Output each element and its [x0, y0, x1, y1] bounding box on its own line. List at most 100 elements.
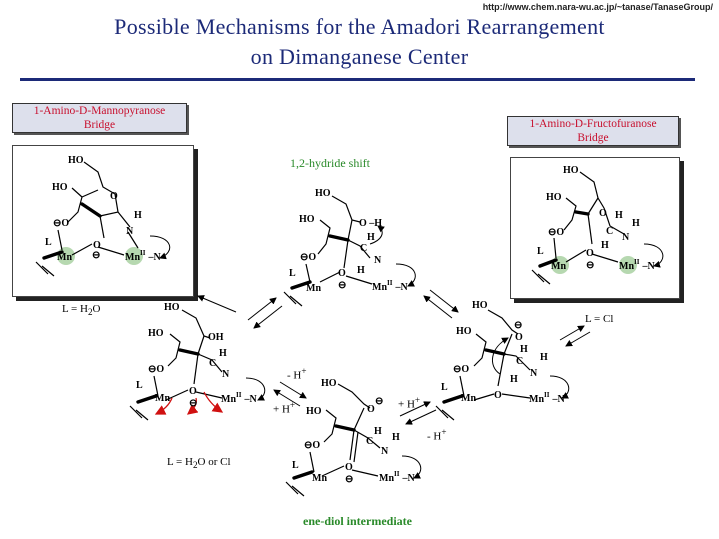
mannopyranose-header-line2: Bridge	[83, 119, 116, 131]
mn-center-right	[125, 247, 143, 265]
atom-l: L	[292, 460, 299, 471]
equilibrium-arrows	[197, 289, 591, 425]
atom-minus-o: ⊖O	[53, 218, 69, 229]
atom-mn2: MnII–N	[379, 470, 415, 484]
eq-arrow-cl-down	[565, 331, 591, 347]
eq-arrow-cl-up	[559, 325, 585, 341]
eq-arrow-left-up	[247, 297, 277, 321]
mn2-label: Mn	[379, 473, 394, 484]
condition-l-water-or-cl-text: L = H	[167, 456, 193, 468]
page-title-line1: Possible Mechanisms for the Amadori Rear…	[114, 14, 605, 39]
atom-c: C	[209, 358, 216, 369]
mn2-label: Mn	[125, 252, 140, 263]
arrow-label-minus-h-left: - H+	[287, 366, 307, 382]
minus-sign: ⊖	[53, 218, 61, 229]
eq-arrow-left-down	[253, 305, 283, 329]
arrow-label-plus-h-left-text: + H	[273, 403, 290, 416]
mn-center-right	[619, 256, 637, 274]
structure-fructofuranose: HO HO O H H C N H ⊖O O ⊖ L Mn MnII–N	[531, 165, 664, 285]
mannopyranose-panel	[12, 145, 194, 297]
minus-sign: ⊖	[148, 364, 156, 375]
fructofuranose-header: 1-Amino-D-Fructofuranose Bridge	[507, 116, 679, 146]
atom-mn2: MnII–N	[529, 391, 565, 405]
atom-o-top: O	[367, 404, 375, 415]
structure-hydride-shift: HO HO O –H H C N H ⊖O O ⊖ L Mn MnII–N	[283, 188, 416, 307]
atom-mn: Mn	[155, 393, 170, 404]
mn2-n: –N	[641, 261, 655, 272]
atom-minus-o: ⊖O	[148, 364, 164, 375]
atom-l: L	[289, 268, 296, 279]
atom-o-bridge: O	[189, 386, 197, 397]
source-url: http://www.chem.nara-wu.ac.jp/~tanase/Ta…	[482, 2, 713, 12]
atom-h-1: H	[219, 348, 227, 359]
arrow-label-minus-h-left-text: - H	[287, 369, 302, 382]
fructofuranose-header-line1: 1-Amino-D-Fructofuranose	[529, 118, 657, 130]
atom-c: C	[366, 436, 373, 447]
o-label: O	[156, 364, 164, 375]
mn2-label: Mn	[619, 261, 634, 272]
atom-o-bridge: O	[338, 268, 346, 279]
arrow-label-minus-h-left-sup: +	[301, 366, 307, 376]
mn2-n: –N	[551, 394, 565, 405]
mn2-n: –N	[394, 282, 408, 293]
atom-minus-o: ⊖O	[304, 440, 320, 451]
atom-n: N	[622, 232, 630, 243]
arrow-label-minus-h-right: - H+	[427, 427, 447, 443]
atom-oh: OH	[208, 332, 224, 343]
atom-oh: O –H	[359, 218, 382, 229]
atom-o-bridge: O	[345, 462, 353, 473]
enediol-caption: ene-diol intermediate	[303, 514, 412, 528]
atom-h: H	[134, 210, 142, 221]
atom-h-2: H	[540, 352, 548, 363]
arrow-label-plus-h-right-sup: +	[414, 395, 421, 405]
arrow-label-plus-h-right-text: + H	[398, 398, 415, 411]
atom-n: N	[381, 446, 389, 457]
atom-h-3: H	[510, 374, 518, 385]
atom-ho-2: HO	[52, 182, 68, 193]
structure-middle-left: HO HO OH C H N ⊖O O ⊖ L Mn MnII–N	[129, 302, 266, 421]
atom-o-bridge: O	[494, 390, 502, 401]
eq-arrow-right-down	[429, 289, 459, 313]
atom-h-2: H	[357, 265, 365, 276]
atom-minus: ⊖	[92, 250, 100, 261]
condition-l-water-or-cl-sub: 2	[192, 460, 198, 471]
atom-ring-o: O	[110, 191, 118, 202]
atom-ho-1: HO	[315, 188, 331, 199]
minus-sign: ⊖	[548, 227, 556, 238]
arrow-label-plus-h-left: + H+	[273, 400, 295, 416]
atom-ho-2: HO	[546, 192, 562, 203]
structure-enediol: HO HO O ⊖ C H H N ⊖O O ⊖ L Mn MnII–N	[285, 378, 422, 497]
atom-mn: Mn	[312, 473, 327, 484]
atom-c: C	[516, 356, 523, 367]
o-label: O	[312, 440, 320, 451]
arrow-label-plus-h-right: + H+	[398, 395, 420, 411]
o-label: O	[308, 252, 316, 263]
arrow-label-plus-h-left-sup: +	[289, 400, 296, 410]
atom-ho-2: HO	[299, 214, 315, 225]
atom-mn: Mn	[57, 252, 72, 263]
atom-ho-2: HO	[148, 328, 164, 339]
atom-mn: Mn	[551, 261, 566, 272]
atom-n: N	[530, 368, 538, 379]
arrow-to-left-panel	[197, 295, 237, 313]
eq-arrow-lower-right-down	[405, 409, 437, 425]
page-title-line2: on Dimanganese Center	[250, 44, 469, 69]
fructofuranose-panel	[510, 157, 680, 299]
eq-arrow-right-up	[423, 295, 453, 319]
mn2-ox: II	[394, 470, 400, 478]
atom-c: C	[606, 226, 613, 237]
eq-arrow-lower-right-up	[399, 401, 431, 417]
o-label: O	[61, 218, 69, 229]
atom-minus: ⊖	[586, 260, 594, 271]
mn2-ox: II	[140, 249, 146, 257]
atom-ho-1: HO	[563, 165, 579, 176]
atom-h-2: H	[632, 218, 640, 229]
atom-n: N	[374, 255, 382, 266]
mannopyranose-header-line1: 1-Amino-D-Mannopyranose	[33, 105, 166, 117]
atom-mn2: MnII–N	[125, 249, 161, 263]
atom-h-1: H	[374, 426, 382, 437]
arrow-label-minus-h-right-sup: +	[441, 427, 447, 437]
mn2-n: –N	[401, 473, 415, 484]
atom-ho-2: HO	[456, 326, 472, 337]
